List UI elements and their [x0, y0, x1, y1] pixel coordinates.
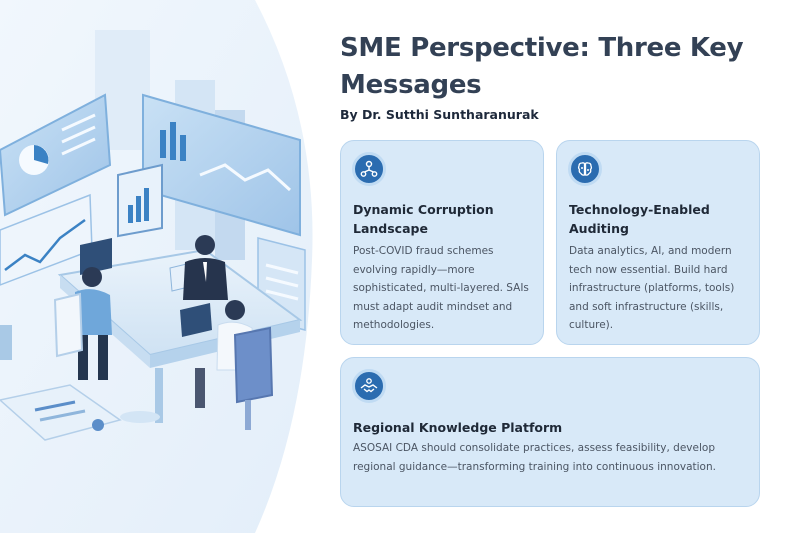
person-center [183, 235, 228, 300]
message-card-corruption-landscape: Dynamic Corruption Landscape Post-COVID … [340, 140, 544, 345]
card-body: Post-COVID fraud schemes evolving rapidl… [353, 245, 529, 331]
card-title: Dynamic Corruption Landscape [353, 202, 494, 236]
network-nodes-icon [352, 152, 386, 186]
floating-pie-chart-panel [0, 93, 112, 217]
card-title: Regional Knowledge Platform [353, 420, 563, 435]
bar-chart-monitor [117, 163, 163, 238]
person-left [75, 267, 112, 380]
handshake-icon [352, 369, 386, 403]
card-body: ASOSAI CDA should consolidate practices,… [353, 442, 716, 473]
message-card-technology-auditing: Technology-Enabled Auditing Data analyti… [556, 140, 760, 345]
card-title: Technology-Enabled Auditing [569, 202, 710, 236]
author-byline: By Dr. Sutthi Suntharanurak [340, 107, 539, 122]
card-body: Data analytics, AI, and modern tech now … [569, 245, 735, 331]
page-title: SME Perspective: Three Key Messages [340, 33, 744, 100]
floating-bar-chart-panel [142, 93, 301, 237]
office-illustration [0, 0, 318, 533]
message-card-knowledge-platform: Regional Knowledge Platform ASOSAI CDA s… [340, 357, 760, 507]
brain-chip-icon [568, 152, 602, 186]
